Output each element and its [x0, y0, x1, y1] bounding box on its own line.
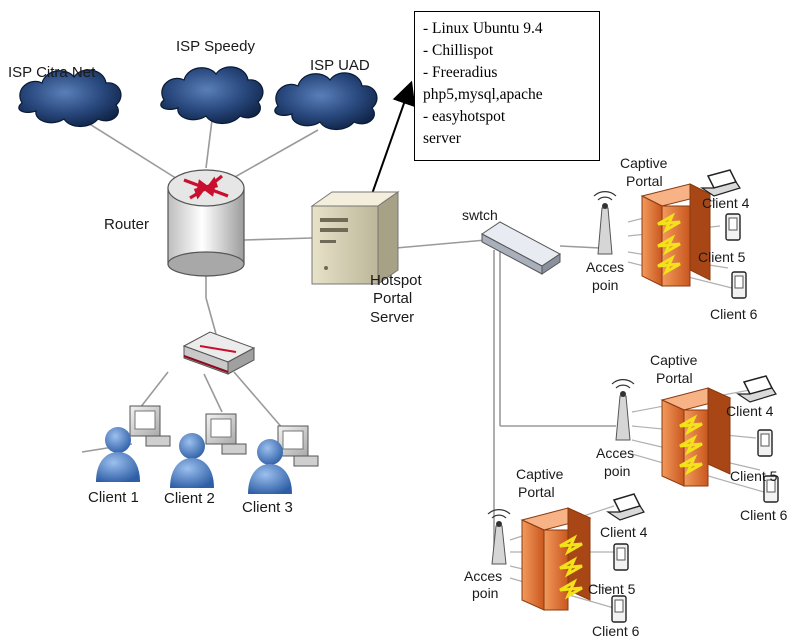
- server-spec-line: - Linux Ubuntu 9.4: [423, 20, 543, 37]
- lan-client-label-2: Client 2: [164, 490, 215, 507]
- user-icon: [96, 427, 140, 482]
- server-specs-note: - Linux Ubuntu 9.4 - Chillispot - Freera…: [414, 11, 600, 161]
- server-label-line-3: Server: [370, 309, 414, 326]
- cloud-icon-isp-citra-net: [18, 69, 122, 128]
- switch-icon: [481, 221, 561, 275]
- lan-switch-icon: [182, 331, 256, 375]
- phone-icon: [757, 429, 773, 457]
- router-label: Router: [104, 216, 149, 233]
- firewall-icon: [520, 507, 592, 611]
- cloud-icon-isp-uad: [274, 72, 378, 131]
- group-1-portal-line-2: Portal: [626, 173, 663, 189]
- lan-client-2: [170, 413, 247, 488]
- phone-icon: [725, 213, 741, 241]
- group-1-portal-line-1: Captive: [620, 155, 668, 171]
- user-icon: [170, 433, 214, 488]
- group-1-ap-line-1: Acces: [586, 259, 624, 275]
- firewall-icon: [640, 183, 712, 287]
- access-point-icon: [593, 191, 617, 255]
- phone-icon: [611, 595, 627, 623]
- server-label-line-1: Hotspot: [370, 272, 423, 289]
- group-1-client-5: Client 5: [698, 249, 746, 265]
- group-1-client-4: Client 4: [702, 195, 750, 211]
- isp-label-citra-net: ISP Citra Net: [8, 64, 96, 81]
- server-icon: [310, 191, 400, 285]
- hotspot-group-1: [593, 169, 747, 299]
- access-point-icon: [487, 509, 511, 565]
- group-2-ap-line-2: poin: [604, 463, 630, 479]
- group-3-client-6: Client 6: [592, 623, 640, 639]
- group-1-ap-line-2: poin: [592, 277, 618, 293]
- server-spec-line: server: [423, 130, 461, 147]
- laptop-icon: [700, 169, 741, 197]
- server-spec-line: php5,mysql,apache: [423, 86, 543, 103]
- group-1-client-6: Client 6: [710, 306, 758, 322]
- group-3-client-5: Client 5: [588, 581, 636, 597]
- user-icon: [248, 439, 292, 494]
- group-2-client-4: Client 4: [726, 403, 774, 419]
- group-2-client-6: Client 6: [740, 507, 788, 523]
- group-3-client-4: Client 4: [600, 524, 648, 540]
- server-spec-line: - Chillispot: [423, 42, 494, 59]
- access-point-icon: [611, 379, 635, 441]
- group-3-portal-line-1: Captive: [516, 466, 564, 482]
- group-2-portal-line-2: Portal: [656, 370, 693, 386]
- hotspot-group-3: [487, 493, 645, 623]
- isp-label-speedy: ISP Speedy: [176, 38, 255, 55]
- group-2-portal-line-1: Captive: [650, 352, 698, 368]
- phone-icon: [613, 543, 629, 571]
- group-3-ap-line-1: Acces: [464, 568, 502, 584]
- group-2-client-5: Client 5: [730, 468, 778, 484]
- laptop-icon: [606, 493, 645, 521]
- phone-icon: [731, 271, 747, 299]
- hotspot-group-2: [611, 375, 779, 503]
- isp-label-uad: ISP UAD: [310, 57, 370, 74]
- lan-client-3: [248, 425, 319, 494]
- phone-icon: [763, 475, 779, 503]
- group-3-ap-line-2: poin: [472, 585, 498, 601]
- switch-label: swtch: [462, 207, 498, 223]
- lan-client-1: [96, 405, 171, 482]
- lan-client-label-1: Client 1: [88, 489, 139, 506]
- server-note-arrow: [371, 80, 416, 195]
- server-spec-line: - Freeradius: [423, 64, 498, 81]
- server-spec-line: - easyhotspot: [423, 108, 506, 125]
- server-label-line-2: Portal: [373, 290, 412, 307]
- router-icon: [167, 169, 245, 277]
- cloud-icon-isp-speedy: [160, 66, 264, 125]
- laptop-icon: [736, 375, 777, 403]
- group-3-portal-line-2: Portal: [518, 484, 555, 500]
- lan-client-label-3: Client 3: [242, 499, 293, 516]
- firewall-icon: [660, 387, 732, 487]
- group-2-ap-line-1: Acces: [596, 445, 634, 461]
